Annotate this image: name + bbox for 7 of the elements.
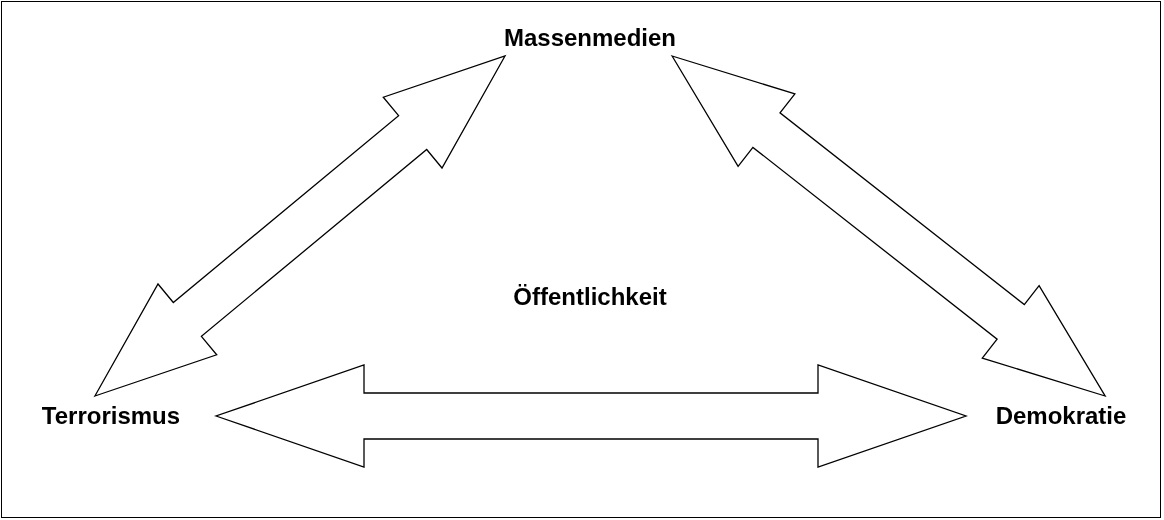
node-label: Terrorismus [8,398,214,434]
node-label: Demokratie [968,398,1154,434]
node-label: Massenmedien [470,20,710,56]
center-label: Öffentlichkeit [512,282,668,312]
double-block-arrow [214,364,968,468]
double-block-arrow [93,54,507,398]
double-block-arrow [670,54,1107,398]
